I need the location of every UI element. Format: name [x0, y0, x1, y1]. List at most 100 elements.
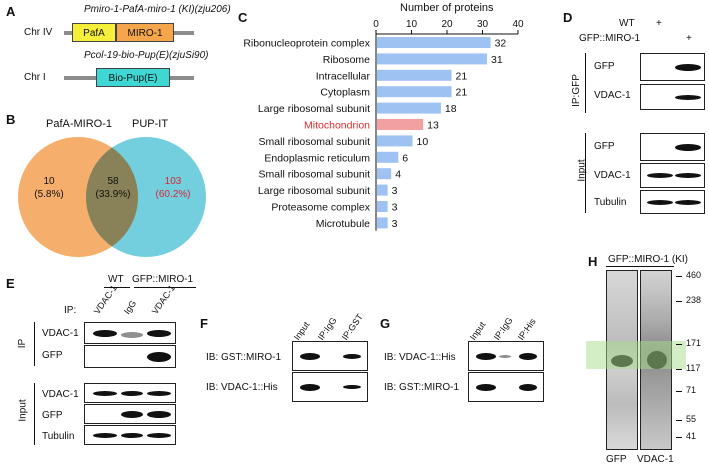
bar-5: [377, 119, 424, 130]
venn-overlap: [86, 137, 138, 257]
bar-6: [377, 135, 413, 147]
h-marker-71: 71: [686, 385, 697, 395]
e-group-gfp: GFP::MIRO-1: [132, 274, 194, 285]
e-ip-row-vdac1: VDAC-1: [42, 328, 79, 339]
e-blot-input-gfp: [84, 404, 176, 424]
d-ip-row-vdac1: VDAC-1: [594, 90, 631, 101]
panel-d-label: D: [563, 10, 573, 25]
chart-axis-title: Number of proteins: [400, 2, 494, 14]
e-input-row-gfp: GFP: [42, 410, 63, 421]
category-label-8: Small ribosomal subunit: [259, 169, 371, 181]
e-group-gfp-line: [134, 287, 196, 288]
category-label-5: Mitochondrion: [304, 120, 370, 132]
value-label-0: 32: [495, 38, 507, 50]
category-label-9: Large ribosomal subunit: [258, 185, 370, 197]
h-lane-label-gfp: GFP: [606, 454, 627, 465]
x-tick-label-0: 0: [373, 19, 379, 30]
x-tick-label-20: 20: [441, 19, 453, 30]
g-lane-1: Input: [467, 319, 488, 342]
construct2-title: Pcol-19-bio-Pup(E)(zjuSi90): [84, 50, 209, 61]
panel-e-label: E: [6, 276, 15, 291]
d-col-gfp-miro1: GFP::MIRO-1: [579, 33, 641, 44]
bar-1: [377, 53, 488, 65]
d-blot-ip-gfp: [640, 53, 705, 81]
h-title-line: [606, 266, 674, 267]
e-input-row-tubulin: Tubulin: [42, 431, 75, 442]
h-marker-238: 238: [686, 295, 702, 305]
e-blot-ip-vdac1: [84, 322, 176, 344]
venn-left-count: 10: [43, 176, 55, 187]
bar-2: [377, 69, 452, 81]
panel-c-label: C: [238, 10, 248, 25]
g-row-1: IB: VDAC-1::His: [384, 352, 456, 363]
bar-10: [377, 201, 388, 212]
h-lane-label-vdac1: VDAC-1: [637, 454, 674, 465]
bar-4: [377, 102, 441, 114]
e-lane-1: VDAC-1: [91, 283, 119, 316]
h-marker-55: 55: [686, 414, 697, 424]
category-label-6: Small ribosomal subunit: [259, 136, 371, 148]
panel-f-label: F: [200, 316, 208, 331]
x-tick-label-40: 40: [512, 19, 524, 30]
venn-right-pct: (60.2%): [155, 189, 191, 200]
d-ip-label: IP:GFP: [570, 74, 582, 107]
g-lane-2: IP:IgG: [491, 315, 515, 342]
panel-b-label: B: [6, 112, 16, 127]
value-label-2: 21: [456, 70, 468, 82]
g-blot-1: [468, 341, 544, 371]
h-title: GFP::MIRO-1 (KI): [608, 254, 688, 265]
d-input-row-vdac1: VDAC-1: [594, 170, 631, 181]
value-label-1: 31: [491, 54, 503, 66]
h-marker-460: 460: [686, 270, 702, 280]
e-lane-3: VDAC-1: [149, 283, 177, 316]
h-highlight-box: [586, 341, 686, 369]
bar-0: [377, 37, 491, 48]
pafa-box: PafA: [72, 23, 116, 42]
value-label-6: 10: [417, 136, 429, 148]
d-input-row-tubulin: Tubulin: [594, 197, 627, 208]
h-marker-41: 41: [686, 431, 697, 441]
d-input-row-gfp: GFP: [594, 141, 615, 152]
venn-mid-count: 58: [107, 176, 119, 187]
e-lane-2: IgG: [121, 298, 139, 316]
bar-7: [377, 151, 399, 163]
construct1-chr: Chr IV: [24, 27, 53, 38]
value-label-9: 3: [392, 185, 398, 197]
venn-left-pct: (5.8%): [34, 189, 64, 200]
value-label-7: 6: [402, 152, 408, 164]
value-label-8: 4: [395, 169, 401, 181]
category-label-0: Ribonucleoprotein complex: [243, 38, 370, 50]
construct2-chr: Chr I: [24, 72, 46, 83]
f-row-1: IB: GST::MIRO-1: [206, 352, 282, 363]
e-input-row-vdac1: VDAC-1: [42, 389, 79, 400]
value-label-4: 18: [445, 103, 457, 115]
f-row-2: IB: VDAC-1::His: [206, 382, 278, 393]
d-input-bracket: [585, 133, 586, 213]
panel-h-label: H: [588, 254, 598, 269]
d-blot-input-tubulin: [640, 190, 705, 214]
category-label-7: Endoplasmic reticulum: [264, 152, 370, 164]
e-blot-input-vdac1: [84, 383, 176, 403]
g-blot-2: [468, 372, 544, 402]
category-label-1: Ribosome: [323, 54, 370, 66]
bar-9: [377, 184, 388, 196]
category-label-3: Cytoplasm: [320, 87, 370, 99]
e-blot-input-tubulin: [84, 425, 176, 445]
d-blot-ip-vdac1: [640, 84, 705, 110]
d-ip-bracket: [585, 53, 586, 113]
value-label-5: 13: [427, 120, 439, 132]
e-input-bracket: [34, 383, 35, 445]
bar-11: [377, 217, 388, 229]
f-lane-3: IP:GST: [339, 312, 365, 342]
e-ip-bracket: [34, 322, 35, 366]
d-blot-input-gfp: [640, 133, 705, 161]
bio-pup-box: Bio-Pup(E): [96, 68, 170, 87]
panel-a-label: A: [6, 4, 16, 19]
construct1-title: Pmiro-1-PafA-miro-1 (KI)(zju206): [84, 4, 231, 15]
x-tick-label-30: 30: [477, 19, 489, 30]
x-tick-label-10: 10: [406, 19, 418, 30]
e-group-wt-line: [104, 287, 130, 288]
g-row-2: IB: GST::MIRO-1: [384, 382, 460, 393]
e-ip-row-gfp: GFP: [42, 350, 63, 361]
